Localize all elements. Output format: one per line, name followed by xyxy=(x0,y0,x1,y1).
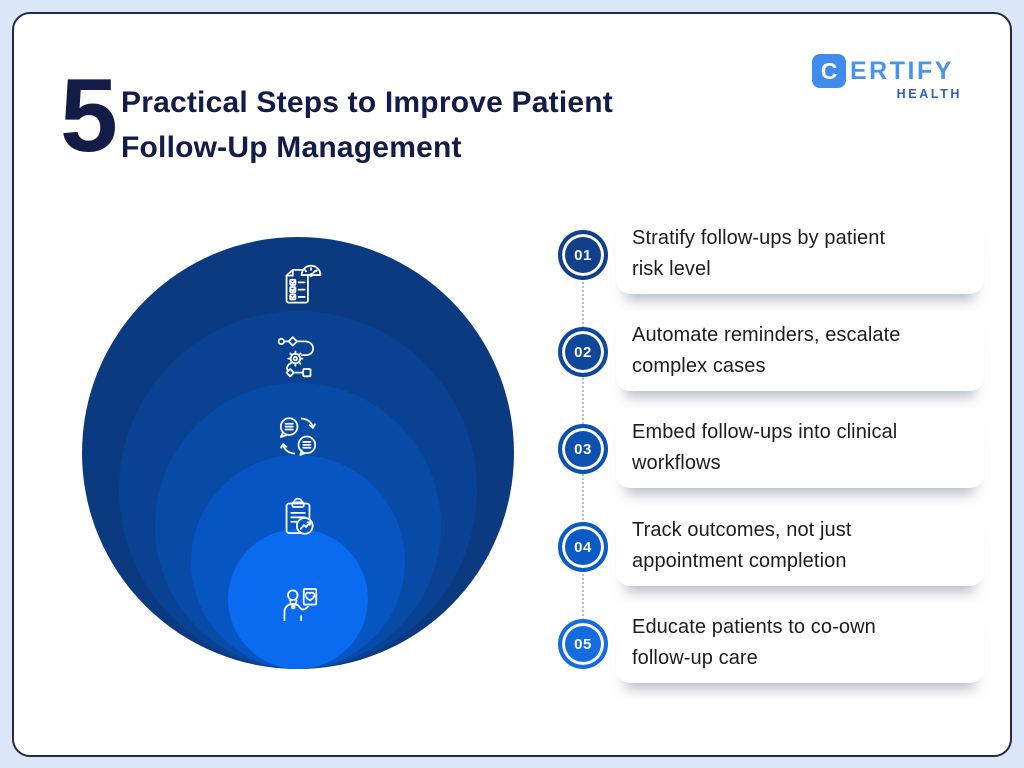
step-text-line: Embed follow-ups into clinical xyxy=(632,421,898,443)
step-text-line: Educate patients to co-own xyxy=(632,616,876,638)
step-text-line: Track outcomes, not just xyxy=(632,519,852,541)
step-text-line: Stratify follow-ups by patient xyxy=(632,227,886,249)
patient-education-icon xyxy=(273,578,323,628)
step-badge-02: 02 xyxy=(558,327,608,377)
step-text-line: follow-up care xyxy=(632,647,758,669)
circle-step-5 xyxy=(228,529,368,669)
infographic-card: 5 Practical Steps to Improve Patient Fol… xyxy=(12,12,1012,757)
nested-circles-graphic xyxy=(82,236,514,669)
step-badge-01: 01 xyxy=(558,230,608,280)
steps-list: 01 Stratify follow-ups by patient risk l… xyxy=(558,212,998,732)
step-badge-04: 04 xyxy=(558,522,608,572)
page-title: Practical Steps to Improve Patient Follo… xyxy=(121,80,613,170)
logo-wordmark: ERTIFY xyxy=(850,56,954,85)
step-badge-03: 03 xyxy=(558,424,608,474)
step-item-4: Track outcomes, not just appointment com… xyxy=(616,506,984,586)
step-text-line: appointment completion xyxy=(632,550,847,572)
workflow-automation-icon xyxy=(273,331,323,381)
step-text-line: complex cases xyxy=(632,355,766,377)
step-text-line: risk level xyxy=(632,258,711,280)
step-item-5: Educate patients to co-own follow-up car… xyxy=(616,603,984,683)
step-item-1: Stratify follow-ups by patient risk leve… xyxy=(616,214,984,294)
chat-exchange-icon xyxy=(273,411,323,461)
step-text-line: workflows xyxy=(632,452,721,474)
risk-checklist-gauge-icon xyxy=(273,261,323,311)
page-title-line2: Follow-Up Management xyxy=(121,131,462,164)
logo-subtitle: HEALTH xyxy=(896,87,962,101)
page-title-line1: Practical Steps to Improve Patient xyxy=(121,86,613,119)
outcome-clipboard-icon xyxy=(273,492,323,542)
big-number: 5 xyxy=(60,58,118,174)
step-item-2: Automate reminders, escalate complex cas… xyxy=(616,311,984,391)
step-text-line: Automate reminders, escalate xyxy=(632,324,901,346)
step-item-3: Embed follow-ups into clinical workflows xyxy=(616,408,984,488)
step-badge-05: 05 xyxy=(558,619,608,669)
certify-health-logo: C ERTIFY HEALTH xyxy=(812,54,962,101)
logo-c-mark-icon: C xyxy=(812,54,846,88)
